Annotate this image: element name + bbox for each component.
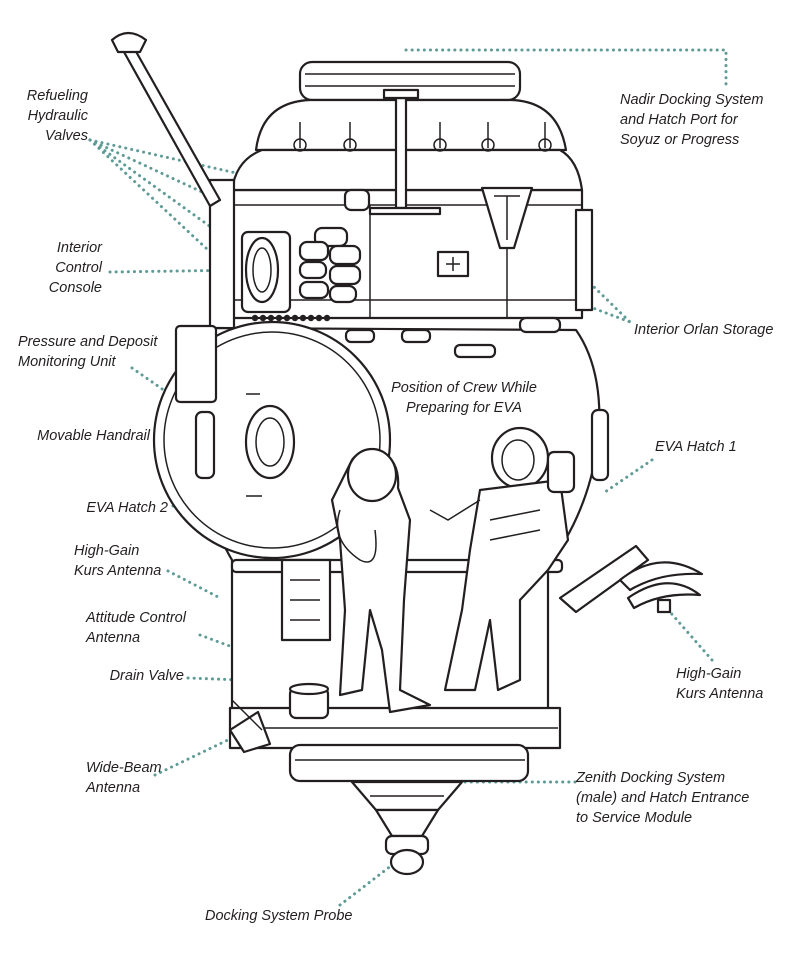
label-zenith-docking: Zenith Docking System (male) and Hatch E…	[576, 770, 750, 826]
boom-arm	[110, 31, 222, 208]
label-drain-valve: Drain Valve	[109, 668, 184, 684]
cosmonaut-right	[429, 426, 576, 692]
docking-probe	[350, 780, 464, 876]
pressure-monitoring-unit	[174, 324, 218, 404]
label-movable-handrail: Movable Handrail	[37, 428, 150, 444]
label-crew-position: Position of Crew While Preparing for EVA	[391, 380, 537, 416]
label-orlan-storage: Interior Orlan Storage	[634, 322, 774, 338]
label-eva-hatch-1: EVA Hatch 1	[655, 439, 737, 455]
label-pressure-monitoring: Pressure and Deposit Monitoring Unit	[18, 334, 158, 370]
eva-hatch-1	[590, 408, 610, 482]
label-kurs-antenna-left: High-Gain Kurs Antenna	[74, 543, 162, 579]
cosmonaut-left	[280, 447, 432, 714]
label-attitude-control-antenna: Attitude Control Antenna	[86, 610, 186, 646]
kurs-antenna-right	[558, 544, 704, 614]
label-refueling-valves: Refueling Hydraulic Valves	[26, 88, 88, 144]
wide-beam-antenna	[228, 699, 272, 754]
upper-compartment	[208, 88, 594, 332]
label-interior-control-console: Interior Control Console	[48, 240, 102, 296]
label-wide-beam-antenna: Wide-Beam Antenna	[86, 760, 162, 796]
label-docking-probe: Docking System Probe	[205, 908, 353, 924]
label-eva-hatch-2: EVA Hatch 2	[86, 500, 168, 516]
drain-valve	[288, 682, 330, 720]
label-nadir-docking: Nadir Docking System and Hatch Port for …	[620, 92, 764, 148]
nadir-docking-port	[254, 60, 568, 152]
label-kurs-antenna-right: High-Gain Kurs Antenna	[676, 666, 764, 702]
